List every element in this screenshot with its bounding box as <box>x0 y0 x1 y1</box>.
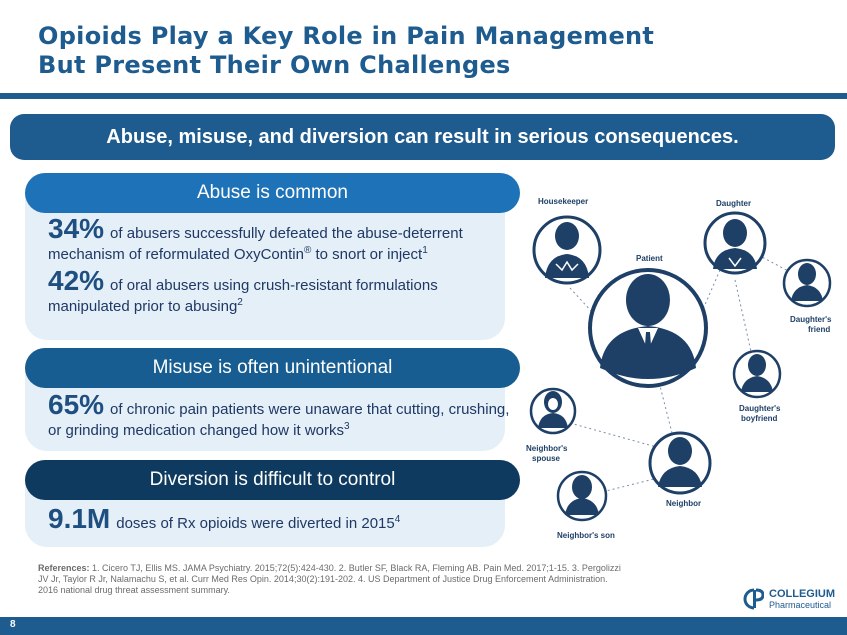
footnote-ref: 3 <box>344 421 350 432</box>
collegium-logo-name: COLLEGIUM <box>769 587 835 600</box>
stat-value: 65% <box>48 389 105 420</box>
misuse-heading: Misuse is often unintentional <box>25 348 520 388</box>
stat-value: 42% <box>48 265 105 296</box>
patient-node <box>588 268 708 388</box>
neighbors-spouse-label-2: spouse <box>532 454 561 463</box>
daughters-friend-label-1: Daughter's <box>790 315 832 324</box>
stat-text: doses of Rx opioids were diverted in 201… <box>116 515 395 532</box>
footnote-ref: 4 <box>394 514 401 525</box>
patient-icon <box>600 274 696 379</box>
neighbors-son-label: Neighbor's son <box>557 531 615 540</box>
collegium-logo: COLLEGIUM Pharmaceutical <box>742 588 835 610</box>
title-line-1: Opioids Play a Key Role in Pain Manageme… <box>38 22 655 50</box>
references-label: References: <box>38 563 90 573</box>
stat-text-cont: to snort or inject <box>311 246 423 263</box>
daughter-node: Daughter <box>703 199 767 275</box>
page-title: Opioids Play a Key Role in Pain Manageme… <box>38 22 654 80</box>
neighbors-spouse-node: Neighbor's spouse <box>526 387 577 463</box>
title-line-2: But Present Their Own Challenges <box>38 51 511 79</box>
stat-42-percent: 42%of oral abusers using crush-resistant… <box>48 267 518 316</box>
network-connectors <box>569 247 793 494</box>
references: References: 1. Cicero TJ, Ellis MS. JAMA… <box>38 563 628 596</box>
neighbor-icon <box>658 437 702 487</box>
stat-text: of chronic pain patients were unaware th… <box>48 401 510 439</box>
stat-34-percent: 34%of abusers successfully defeated the … <box>48 215 518 264</box>
daughters-boyfriend-label-1: Daughter's <box>739 404 781 413</box>
daughter-icon <box>713 219 757 269</box>
consequences-banner: Abuse, misuse, and diversion can result … <box>10 114 835 160</box>
stat-text: of oral abusers using crush-resistant fo… <box>48 277 438 315</box>
stat-text: of abusers successfully defeated the abu… <box>48 225 463 263</box>
abuse-heading: Abuse is common <box>25 173 520 213</box>
stat-9-1m: 9.1M doses of Rx opioids were diverted in… <box>48 505 518 533</box>
daughter-label: Daughter <box>716 199 751 208</box>
collegium-logo-sub: Pharmaceutical <box>769 599 832 610</box>
neighbors-son-icon <box>565 475 599 515</box>
diversion-network-diagram: Housekeeper Daughter Patient Daughter's … <box>526 197 832 540</box>
abuse-panel <box>25 190 505 340</box>
housekeeper-label: Housekeeper <box>538 197 588 206</box>
page-number: 8 <box>10 619 16 630</box>
daughters-boyfriend-icon <box>741 354 773 392</box>
neighbor-node: Neighbor <box>648 431 712 508</box>
diversion-heading: Diversion is difficult to control <box>25 460 520 500</box>
neighbors-son-node: Neighbor's son <box>556 470 615 540</box>
daughters-friend-node: Daughter's friend <box>782 258 832 334</box>
daughters-friend-label-2: friend <box>808 325 830 334</box>
housekeeper-node: Housekeeper <box>532 197 602 285</box>
collegium-logo-icon <box>743 588 764 610</box>
footnote-ref: 1 <box>422 245 428 256</box>
registered-mark: ® <box>303 245 312 256</box>
neighbors-spouse-icon <box>538 391 568 428</box>
patient-label: Patient <box>636 254 663 263</box>
stat-65-percent: 65%of chronic pain patients were unaware… <box>48 391 518 440</box>
daughters-boyfriend-label-2: boyfriend <box>741 414 778 423</box>
stat-value: 34% <box>48 213 105 244</box>
footer-bar <box>0 617 847 635</box>
daughters-friend-icon <box>791 263 823 301</box>
references-body: 1. Cicero TJ, Ellis MS. JAMA Psychiatry.… <box>38 563 621 595</box>
stat-value: 9.1M <box>48 503 111 534</box>
housekeeper-icon <box>545 222 589 278</box>
footnote-ref: 2 <box>237 297 243 308</box>
daughters-boyfriend-node: Daughter's boyfriend <box>732 349 782 423</box>
neighbors-spouse-label-1: Neighbor's <box>526 444 568 453</box>
neighbor-label: Neighbor <box>666 499 701 508</box>
title-underline-bar <box>0 93 847 99</box>
